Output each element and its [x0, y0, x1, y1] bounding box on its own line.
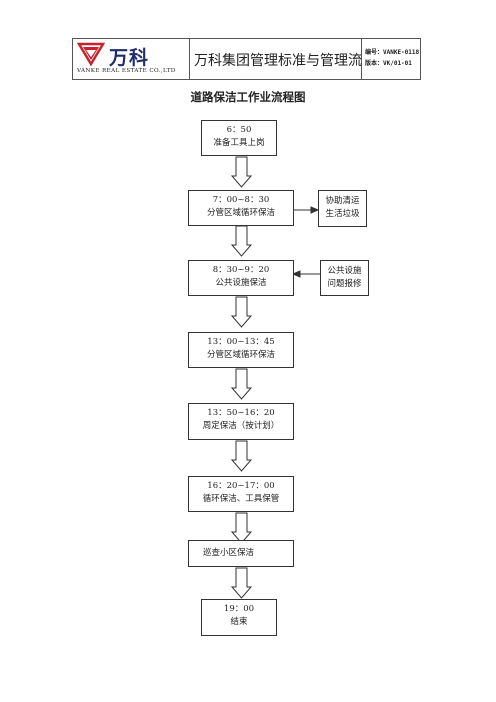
down-arrow-6 — [230, 512, 253, 544]
step-time: 13：00~13：45 — [207, 337, 275, 347]
side-note-line: 公共设施 — [327, 266, 362, 276]
flowchart-title: 道路保洁工作业流程图 — [190, 90, 306, 104]
down-arrow-7 — [230, 567, 253, 599]
step-box-8: 19：00 结束 — [201, 599, 277, 636]
side-arrow-left-head — [291, 270, 301, 278]
step-box-4: 13：00~13：45 分管区域循环保洁 — [188, 332, 294, 368]
step-time: 6：50 — [226, 125, 252, 135]
down-arrow-2 — [230, 225, 253, 257]
step-box-7: 巡查小区保洁 — [188, 540, 294, 567]
document-version: 版本：VK/01-01 — [365, 60, 412, 67]
down-arrow-4 — [230, 368, 253, 400]
step-box-2: 7：00~8：30 分管区域循环保洁 — [188, 190, 294, 226]
side-note-line: 协助清运 — [325, 196, 360, 206]
step-time: 8：30~9：20 — [212, 265, 270, 275]
step-desc: 结束 — [230, 617, 248, 627]
side-note-line: 生活垃圾 — [325, 209, 360, 219]
document-code: 编号：VANKE-0118 — [365, 49, 420, 56]
vanke-logo-icon — [77, 42, 105, 66]
side-note-box-2: 公共设施 问题报修 — [320, 260, 369, 296]
step-box-1: 6：50 准备工具上岗 — [201, 120, 277, 156]
down-arrow-3 — [230, 296, 253, 328]
down-arrow-5 — [230, 440, 253, 472]
step-desc: 巡查小区保洁 — [203, 548, 255, 558]
company-english-name: VANKE REAL ESTATE CO.,LTD — [77, 68, 176, 74]
document-header: 万科 VANKE REAL ESTATE CO.,LTD 万科集团管理标准与管理… — [72, 38, 421, 80]
step-time: 19：00 — [223, 604, 255, 614]
step-desc: 周定保洁（按计划） — [202, 421, 280, 431]
header-title-cell: 万科集团管理标准与管理流 — [190, 39, 362, 79]
step-box-5: 13：50~16：20 周定保洁（按计划） — [188, 403, 294, 440]
step-desc: 分管区域循环保洁 — [206, 350, 275, 360]
step-desc: 分管区域循环保洁 — [206, 208, 275, 218]
down-arrow-1 — [230, 156, 253, 188]
step-box-6: 16：20~17：00 循环保洁、工具保管 — [188, 476, 294, 512]
side-arrow-right-head — [310, 206, 320, 214]
step-desc: 准备工具上岗 — [213, 138, 265, 148]
header-meta-cell: 编号：VANKE-0118 版本：VK/01-01 — [362, 39, 420, 79]
logo-cell: 万科 VANKE REAL ESTATE CO.,LTD — [73, 39, 190, 79]
step-desc: 循环保洁、工具保管 — [202, 494, 280, 504]
step-time: 13：50~16：20 — [207, 408, 275, 418]
step-box-3: 8：30~9：20 公共设施保洁 — [188, 260, 294, 296]
brand-name: 万科 — [109, 47, 150, 69]
step-time: 7：00~8：30 — [212, 195, 270, 205]
step-time: 16：20~17：00 — [207, 481, 275, 491]
step-desc: 公共设施保洁 — [215, 278, 267, 288]
side-note-line: 问题报修 — [327, 279, 362, 289]
side-note-box-1: 协助清运 生活垃圾 — [318, 190, 367, 227]
header-title: 万科集团管理标准与管理流 — [194, 53, 362, 69]
